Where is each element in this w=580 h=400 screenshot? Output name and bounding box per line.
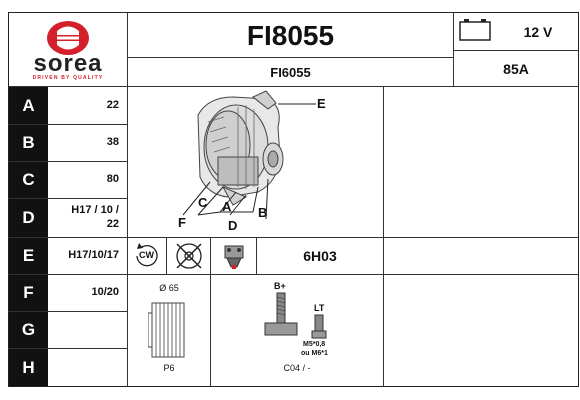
alt-part-number: FI6055 (270, 64, 311, 80)
terminals-cell: B+ LT M5*0,8 ou M6*1 C04 / - (211, 275, 383, 386)
row-label-a: A (9, 87, 48, 124)
pulley-diameter: Ø 65 (159, 283, 179, 293)
regulator-icon (224, 245, 243, 269)
row-label-f: F (9, 275, 48, 311)
row-label-h: H (9, 349, 48, 386)
regulator-type-cell (167, 238, 210, 274)
pulley-type: P6 (163, 363, 175, 373)
lt-label: LT (314, 303, 325, 313)
pulley-icon (148, 302, 185, 358)
row-value-e: H17/10/17 (68, 249, 119, 262)
row-divider (8, 237, 579, 238)
row-value-f: 10/20 (91, 286, 119, 299)
diagram-label-e: E (317, 96, 326, 111)
connector-code: C04 / - (283, 363, 311, 373)
rotation-arrow-icon (136, 243, 158, 267)
thread-size-alt: ou M6*1 (301, 350, 328, 357)
diagram-label-a: A (222, 199, 232, 214)
row-label-d: D (9, 199, 48, 237)
row-divider (8, 198, 127, 199)
diagram-label-d: D (228, 218, 238, 233)
body-vline (383, 86, 384, 387)
brand-tagline: DRIVEN BY QUALITY (32, 75, 104, 81)
row-value-d: H17 / 10 / 22 (71, 204, 119, 230)
header-vline-2 (453, 12, 454, 86)
no-pulley-crossed-icon (175, 243, 202, 269)
alternator-icon (182, 90, 316, 220)
row-divider (8, 274, 579, 275)
row-value-b: 38 (106, 136, 119, 149)
battery-icon (458, 18, 494, 42)
header-vline-1 (127, 12, 128, 86)
row-value-h (48, 349, 126, 386)
row-value-c: 80 (106, 173, 119, 186)
sorea-logo-icon (47, 21, 89, 55)
row-divider (8, 348, 127, 349)
icon-cell-vline (256, 237, 257, 274)
row-value-a: 22 (106, 98, 119, 111)
icon-cell-vline (166, 237, 167, 274)
row-label-c: C (9, 162, 48, 198)
row-divider (8, 161, 127, 162)
row-value-g (48, 312, 126, 348)
b-plus-label: B+ (274, 281, 286, 291)
rotation-cell: CW (128, 238, 166, 274)
regulator-code: 6H03 (303, 248, 337, 264)
diagram-label-f: F (178, 215, 186, 230)
row-label-b: B (9, 125, 48, 161)
body-vline (127, 86, 128, 387)
header-divider (8, 86, 579, 87)
voltage: 12 V (523, 24, 553, 40)
row-label-e: E (9, 238, 48, 274)
diagram-label-b: B (258, 205, 268, 220)
row-divider (8, 311, 127, 312)
row-divider (8, 124, 127, 125)
part-number: FI8055 (246, 19, 335, 51)
rotation-direction: CW (139, 250, 154, 260)
icon-cell-vline (210, 237, 211, 387)
brand-name: sorea (33, 50, 103, 77)
amperage: 85A (503, 60, 529, 77)
row-label-g: G (9, 312, 48, 348)
diagram-label-c: C (198, 195, 208, 210)
regulator-cell (211, 238, 256, 274)
b-plus-stud-icon (264, 292, 298, 336)
alternator-diagram: E C A B F D (128, 87, 383, 237)
header-right-divider (453, 50, 579, 51)
thread-size: M5*0,8 (303, 341, 326, 348)
pulley-cell: Ø 65 P6 (128, 275, 210, 386)
lt-stud-icon (311, 314, 327, 339)
logo: sorea DRIVEN BY QUALITY (10, 14, 126, 84)
header-mid-divider (128, 57, 453, 58)
spec-sheet-frame (8, 12, 579, 387)
